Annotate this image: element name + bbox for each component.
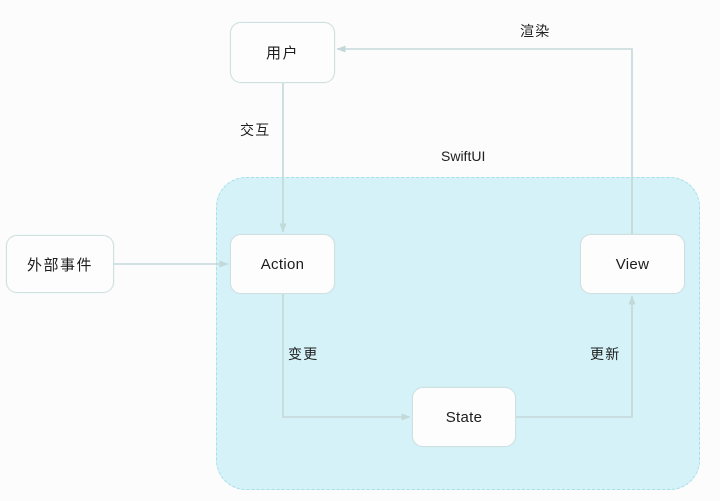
node-action[interactable]: Action [230, 234, 335, 294]
node-view-label: View [615, 255, 650, 273]
node-external-event-label: 外部事件 [26, 256, 93, 274]
swiftui-group-label: SwiftUI [441, 148, 486, 164]
edge-label-render: 渲染 [520, 23, 551, 39]
edge-state-to-view [516, 295, 636, 418]
node-external-event[interactable]: 外部事件 [6, 235, 114, 293]
node-user-label: 用户 [265, 45, 299, 62]
node-action-label: Action [260, 255, 305, 273]
node-user[interactable]: 用户 [230, 22, 335, 83]
edge-label-update: 更新 [590, 346, 621, 362]
node-view[interactable]: View [580, 234, 685, 294]
edge-action-to-state [282, 294, 411, 421]
edge-label-interaction: 交互 [240, 122, 271, 138]
node-state-label: State [445, 408, 483, 426]
edge-view-to-user [336, 45, 633, 234]
node-state[interactable]: State [412, 387, 516, 447]
edge-label-change: 变更 [288, 346, 319, 362]
